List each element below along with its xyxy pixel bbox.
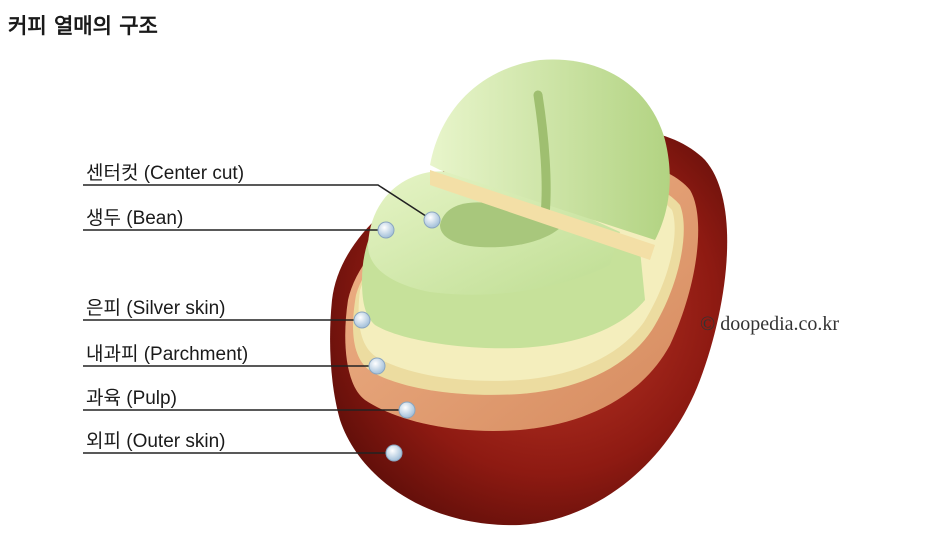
dot-pulp [398, 401, 416, 419]
dot-center-cut [423, 211, 441, 229]
label-parchment: 내과피 (Parchment) [86, 344, 249, 365]
label-pulp: 과육 (Pulp) [86, 388, 177, 409]
center-cut-shape [440, 202, 560, 248]
bean-dome-shape [430, 59, 670, 240]
label-outer-skin: 외피 (Outer skin) [86, 431, 226, 452]
label-bean: 생두 (Bean) [86, 208, 184, 229]
dot-outer-skin [385, 444, 403, 462]
dot-bean [377, 221, 395, 239]
diagram-title: 커피 열매의 구조 [8, 14, 158, 38]
dot-parchment [368, 357, 386, 375]
dot-silver-skin [353, 311, 371, 329]
parchment-band-shape [430, 170, 655, 260]
label-silver-skin: 은피 (Silver skin) [86, 298, 226, 319]
copyright-credit: © doopedia.co.kr [700, 313, 840, 335]
dome-groove-shape [533, 90, 551, 220]
leader-center-cut [83, 184, 433, 221]
label-center-cut: 센터컷 (Center cut) [86, 163, 245, 184]
